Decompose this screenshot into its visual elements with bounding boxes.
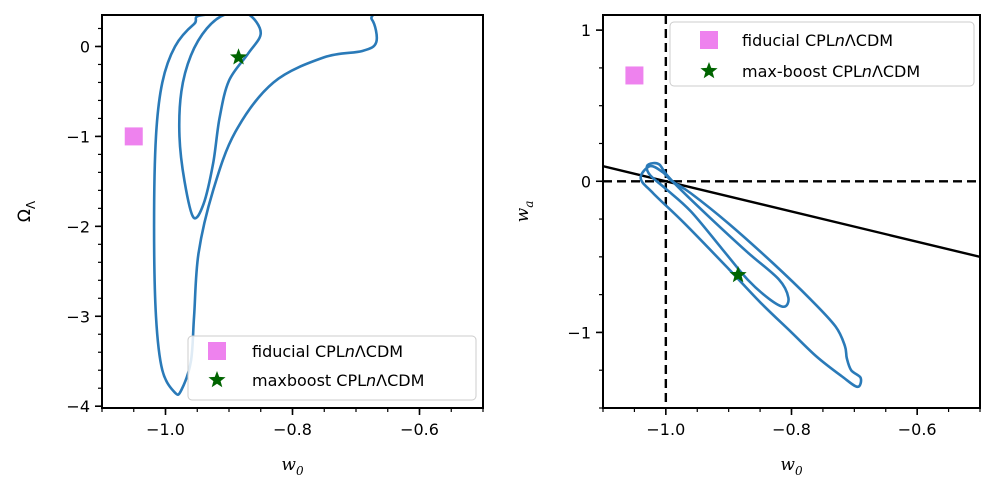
x-tick-label: −1.0	[646, 420, 685, 439]
legend-label-prefix: fiducial CPL	[252, 342, 345, 361]
legend-label: max-boost CPLnΛCDM	[742, 62, 920, 81]
plot-area	[152, 15, 379, 396]
legend-label-suffix: ΛCDM	[872, 62, 920, 81]
outer-contour	[639, 164, 863, 389]
fiducial-marker	[625, 66, 644, 85]
fiducial-marker	[124, 127, 143, 146]
legend-label-prefix: maxboost CPL	[252, 371, 366, 390]
plot-area	[603, 15, 980, 408]
x-axis-label-main: w	[281, 455, 296, 475]
x-axis-label-sub: 0	[795, 464, 803, 478]
legend-label-italic: n	[366, 371, 376, 390]
x-axis-label: w0	[780, 455, 803, 478]
y-axis-label-sub: a	[522, 201, 536, 208]
x-tick-label: −0.8	[772, 420, 811, 439]
legend-label: maxboost CPLnΛCDM	[252, 371, 424, 390]
legend-box	[669, 21, 975, 87]
y-axis-label-sub: Λ	[24, 200, 38, 209]
y-axis-label-main: w	[513, 207, 533, 222]
legend-fiducial-marker	[700, 31, 718, 49]
legend-label-suffix: ΛCDM	[355, 342, 403, 361]
maxboost-marker	[229, 48, 248, 65]
y-axis-label: wa	[513, 201, 536, 223]
outer-contour	[152, 15, 379, 396]
y-tick-label: −3	[66, 307, 90, 326]
legend-label-italic: n	[835, 31, 845, 50]
x-axis-label-sub: 0	[296, 464, 304, 478]
legend-maxboost-marker	[700, 62, 718, 79]
legend-maxboost-marker	[208, 371, 226, 388]
y-axis-label: ΩΛ	[15, 200, 38, 222]
y-tick-label: −1	[66, 127, 90, 146]
y-tick-label: 0	[80, 37, 90, 56]
solid-reference-line	[603, 164, 980, 259]
legend-fiducial-marker	[208, 342, 226, 360]
x-axis-label-main: w	[780, 455, 795, 475]
maxboost-marker	[729, 265, 747, 283]
x-tick-label: −0.6	[400, 420, 439, 439]
y-tick-label: −4	[66, 397, 90, 416]
legend-label-italic: n	[862, 62, 872, 81]
inner-contour	[645, 161, 790, 309]
y-tick-label: 1	[581, 21, 591, 40]
legend-label-prefix: fiducial CPL	[742, 31, 835, 50]
legend-label-prefix: max-boost CPL	[742, 62, 862, 81]
x-tick-label: −1.0	[146, 420, 185, 439]
legend-label-suffix: ΛCDM	[376, 371, 424, 390]
x-tick-label: −0.8	[273, 420, 312, 439]
legend-label-italic: n	[345, 342, 355, 361]
x-tick-label: −0.6	[898, 420, 937, 439]
x-axis-label: w0	[281, 455, 304, 478]
inner-contour	[177, 15, 263, 220]
y-axis-label-main: Ω	[15, 209, 35, 222]
legend-label-suffix: ΛCDM	[845, 31, 893, 50]
legend-label: fiducial CPLnΛCDM	[742, 31, 893, 50]
legend-label: fiducial CPLnΛCDM	[252, 342, 403, 361]
y-tick-label: −1	[567, 323, 591, 342]
y-tick-label: 0	[581, 172, 591, 191]
legend-box	[187, 335, 477, 401]
y-tick-label: −2	[66, 217, 90, 236]
